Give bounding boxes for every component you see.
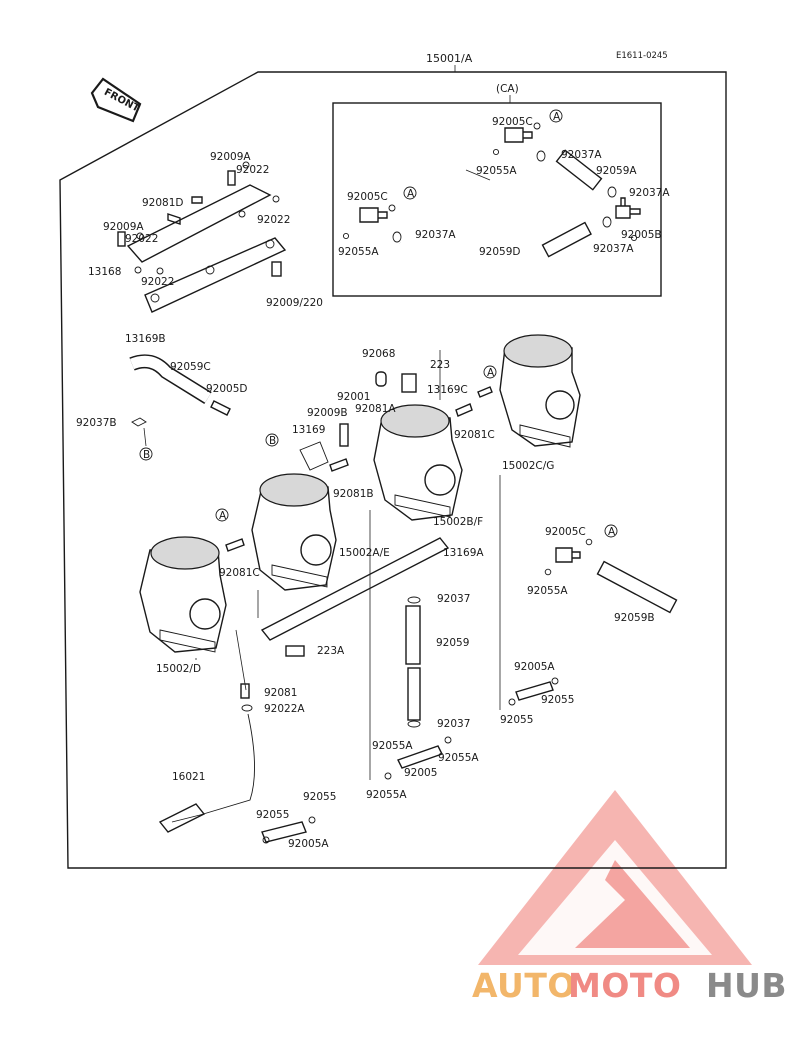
label-92022-4: 92022	[141, 276, 174, 288]
label-92055-4: 92055	[500, 714, 533, 726]
label-92005A-1: 92005A	[288, 838, 329, 850]
callout-b-2: B	[269, 435, 276, 447]
label-92001: 92001	[337, 391, 370, 403]
label-92055-3: 92055	[541, 694, 574, 706]
callout-a-3: A	[487, 367, 495, 379]
watermark-auto: AUTO	[472, 966, 576, 1005]
watermark-text: AUTO MOTO HUB	[472, 966, 787, 1005]
label-92081: 92081	[264, 687, 297, 699]
label-223A: 223A	[317, 645, 345, 657]
bracket-13169A	[260, 537, 450, 641]
label-92009A-2: 92009A	[103, 221, 144, 233]
label-13169C: 13169C	[427, 384, 468, 396]
label-16021: 16021	[172, 771, 205, 783]
label-92005C-ca: 92005C	[492, 116, 533, 128]
label-92009-220: 92009/220	[266, 297, 323, 309]
label-92055A-2: 92055A	[338, 246, 379, 258]
leader-lines	[195, 169, 501, 780]
label-92009B: 92009B	[307, 407, 348, 419]
label-15002BF: 15002B/F	[433, 516, 483, 528]
lower-left-parts	[158, 683, 316, 844]
label-92055-2: 92055	[256, 809, 289, 821]
label-92055A-3: 92055A	[527, 585, 568, 597]
label-92022A: 92022A	[264, 703, 305, 715]
label-15002D: 15002/D	[156, 663, 201, 675]
label-92037-2: 92037	[437, 718, 470, 730]
label-92022-1: 92022	[236, 164, 269, 176]
label-92009A-1: 92009A	[210, 151, 251, 163]
right-hose-parts	[544, 524, 678, 614]
carburetor-15002CG	[499, 334, 581, 448]
label-92037A-2: 92037A	[629, 187, 670, 199]
part-labels: 92005C 92037A 92055A 92059A 92005C 92037…	[76, 116, 670, 850]
label-13169B: 13169B	[125, 333, 166, 345]
label-13169: 13169	[292, 424, 325, 436]
label-92037A-1: 92037A	[561, 149, 602, 161]
label-92005: 92005	[404, 767, 437, 779]
label-92081D: 92081D	[142, 197, 184, 209]
watermark-logo	[478, 790, 752, 965]
assembly-label: 15001/A	[426, 52, 473, 65]
label-92055-1: 92055	[303, 791, 336, 803]
label-92059: 92059	[436, 637, 469, 649]
label-15002AE: 15002A/E	[339, 547, 390, 559]
label-92081B: 92081B	[333, 488, 374, 500]
carburetor-15002AE	[251, 473, 337, 591]
label-92081A: 92081A	[355, 403, 396, 415]
label-92005C-2: 92005C	[347, 191, 388, 203]
label-92022-2: 92022	[257, 214, 290, 226]
linkage-parts	[215, 365, 497, 657]
callout-b-1: B	[143, 449, 150, 461]
label-13168: 13168	[88, 266, 121, 278]
label-92055A-1: 92055A	[476, 165, 517, 177]
label-223: 223	[430, 359, 450, 371]
label-92059B: 92059B	[614, 612, 655, 624]
label-92059D: 92059D	[479, 246, 521, 258]
label-92022-3: 92022	[125, 233, 158, 245]
label-92081C-2: 92081C	[219, 567, 260, 579]
callout-a-1: A	[553, 111, 561, 123]
label-92059A: 92059A	[596, 165, 637, 177]
ca-inset-label: (CA)	[496, 83, 519, 95]
label-92055A-4: 92055A	[372, 740, 413, 752]
assembly-outline	[59, 71, 727, 869]
callout-a-5: A	[608, 526, 616, 538]
callout-a-2: A	[407, 188, 415, 200]
label-13169A: 13169A	[443, 547, 484, 559]
lower-right-parts	[508, 677, 559, 706]
label-92055A-5: 92055A	[438, 752, 479, 764]
center-hose-parts	[384, 596, 452, 780]
bracket-assembly-parts	[117, 161, 287, 313]
label-15002CG: 15002C/G	[502, 460, 554, 472]
watermark-hub: HUB	[706, 966, 787, 1005]
ca-inset-parts	[342, 109, 641, 283]
label-92037B: 92037B	[76, 417, 117, 429]
front-arrow-icon: FRONT	[90, 77, 142, 123]
callout-a-4: A	[219, 510, 227, 522]
carburetor-15002D	[139, 536, 227, 653]
watermark-moto: MOTO	[568, 966, 681, 1005]
label-92055A-6: 92055A	[366, 789, 407, 801]
label-92037-1: 92037	[437, 593, 470, 605]
label-92037A-4: 92037A	[593, 243, 634, 255]
label-92005B: 92005B	[621, 229, 662, 241]
label-92081C-1: 92081C	[454, 429, 495, 441]
ca-inset-box	[332, 102, 662, 297]
carburetor-15002BF	[373, 404, 463, 521]
left-hose-parts	[129, 354, 231, 461]
label-92005D: 92005D	[206, 383, 248, 395]
label-92005C-3: 92005C	[545, 526, 586, 538]
reference-code: E1611-0245	[616, 51, 668, 61]
label-92005A-2: 92005A	[514, 661, 555, 673]
label-92037A-3: 92037A	[415, 229, 456, 241]
label-92068: 92068	[362, 348, 395, 360]
label-92059C: 92059C	[170, 361, 211, 373]
